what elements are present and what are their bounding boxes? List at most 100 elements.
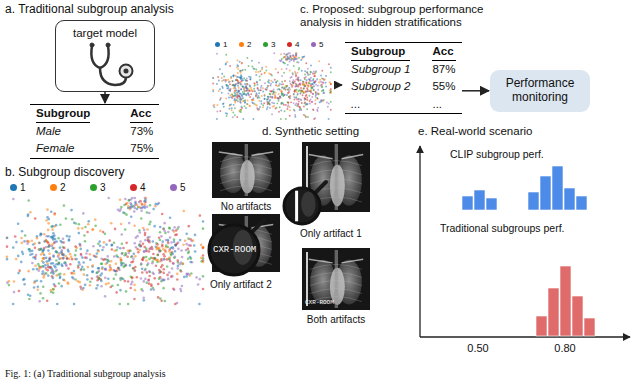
- scatter-point: [304, 73, 306, 75]
- scatter-point: [272, 81, 274, 83]
- scatter-point: [63, 273, 66, 276]
- scatter-point: [284, 80, 286, 82]
- scatter-point: [212, 90, 214, 92]
- scatter-point: [297, 103, 299, 105]
- scatter-point: [269, 107, 271, 109]
- scatter-point: [260, 87, 262, 89]
- scatter-point: [301, 70, 303, 72]
- scatter-point: [313, 81, 315, 83]
- scatter-point: [160, 258, 163, 261]
- scatter-point: [262, 104, 264, 106]
- scatter-point: [86, 278, 89, 281]
- scatter-point: [260, 85, 262, 87]
- scatter-point: [57, 237, 60, 240]
- scatter-point: [240, 74, 242, 76]
- rib: [220, 157, 272, 162]
- scatter-point: [31, 262, 34, 265]
- scatter-point: [231, 109, 233, 111]
- scatter-point: [171, 246, 174, 249]
- scatter-point: [298, 90, 300, 92]
- scatter-point: [238, 89, 240, 91]
- scatter-point: [286, 56, 288, 58]
- scatter-point: [257, 108, 259, 110]
- scatter-point: [163, 278, 166, 281]
- scatter-point: [57, 254, 60, 257]
- stethoscope-icon: [90, 43, 133, 85]
- scatter-point: [310, 77, 312, 79]
- scatter-point: [199, 214, 202, 217]
- scatter-point: [270, 83, 272, 85]
- scatter-point: [43, 240, 46, 243]
- legend-label: 5: [180, 182, 186, 193]
- scatter-point: [303, 106, 305, 108]
- scatter-point: [107, 277, 110, 280]
- rib: [310, 280, 362, 285]
- scatter-point: [238, 82, 240, 84]
- scatter-point: [92, 245, 95, 248]
- scatter-point: [271, 102, 273, 104]
- scatter-point: [317, 107, 319, 109]
- scatter-point: [121, 262, 124, 265]
- scatter-point: [241, 63, 243, 65]
- xray-ground: [302, 248, 370, 310]
- scatter-point: [171, 275, 174, 278]
- scatter-point: [240, 83, 242, 85]
- histogram-axes: [420, 146, 630, 337]
- scatter-point: [101, 249, 104, 252]
- scatter-point: [272, 90, 274, 92]
- scatter-point: [330, 67, 332, 69]
- scatter-point: [45, 219, 48, 222]
- scatter-point: [174, 250, 177, 253]
- scatter-point: [311, 101, 313, 103]
- connector-arrow: [462, 90, 490, 92]
- scatter-point: [301, 90, 303, 92]
- scatter-point: [158, 272, 161, 275]
- scatter-point: [321, 82, 323, 84]
- scatter-point: [81, 266, 84, 269]
- scatter-point: [13, 291, 16, 294]
- scatter-point: [147, 278, 150, 281]
- scatter-point: [300, 99, 302, 101]
- scatter-point: [264, 72, 266, 74]
- scatter-point: [307, 68, 309, 70]
- scatter-point: [304, 97, 306, 99]
- panel-heading: a. Traditional subgroup analysis: [5, 3, 174, 17]
- scatter-point: [130, 283, 133, 286]
- scatter-point: [242, 85, 244, 87]
- scatter-point: [282, 102, 284, 104]
- scatter-point: [266, 101, 268, 103]
- scatter-point: [174, 234, 177, 237]
- scatter-point: [243, 105, 245, 107]
- scatter-point: [315, 96, 317, 98]
- scatter-point: [218, 90, 220, 92]
- scatter-point: [280, 102, 282, 104]
- scatter-point: [298, 69, 300, 71]
- scatter-point: [132, 260, 135, 263]
- scatter-point: [142, 296, 145, 299]
- scatter-point: [86, 274, 89, 277]
- scatter-point: [302, 83, 304, 85]
- scatter-point: [330, 83, 332, 85]
- scatter-point: [281, 58, 283, 60]
- scatter-point: [287, 102, 289, 104]
- scatter-point: [228, 96, 230, 98]
- scatter-point: [310, 71, 312, 73]
- scatter-point: [47, 222, 50, 225]
- scatter-point: [292, 55, 294, 57]
- scatter-point: [20, 261, 23, 264]
- scatter-point: [133, 284, 136, 287]
- scatter-point: [51, 225, 54, 228]
- scatter-point: [39, 233, 42, 236]
- scatter-point: [257, 97, 259, 99]
- scatter-point: [157, 254, 160, 257]
- scatter-point: [194, 250, 197, 253]
- scatter-point: [298, 83, 300, 85]
- scatter-point: [281, 92, 283, 94]
- scatter-point: [110, 244, 113, 247]
- series-label: Traditional subgroups perf.: [440, 222, 565, 234]
- scatter-point: [263, 98, 265, 100]
- scatter-point: [185, 243, 188, 246]
- rib: [220, 171, 272, 176]
- scatter-point: [95, 287, 98, 290]
- scatter-point: [225, 79, 227, 81]
